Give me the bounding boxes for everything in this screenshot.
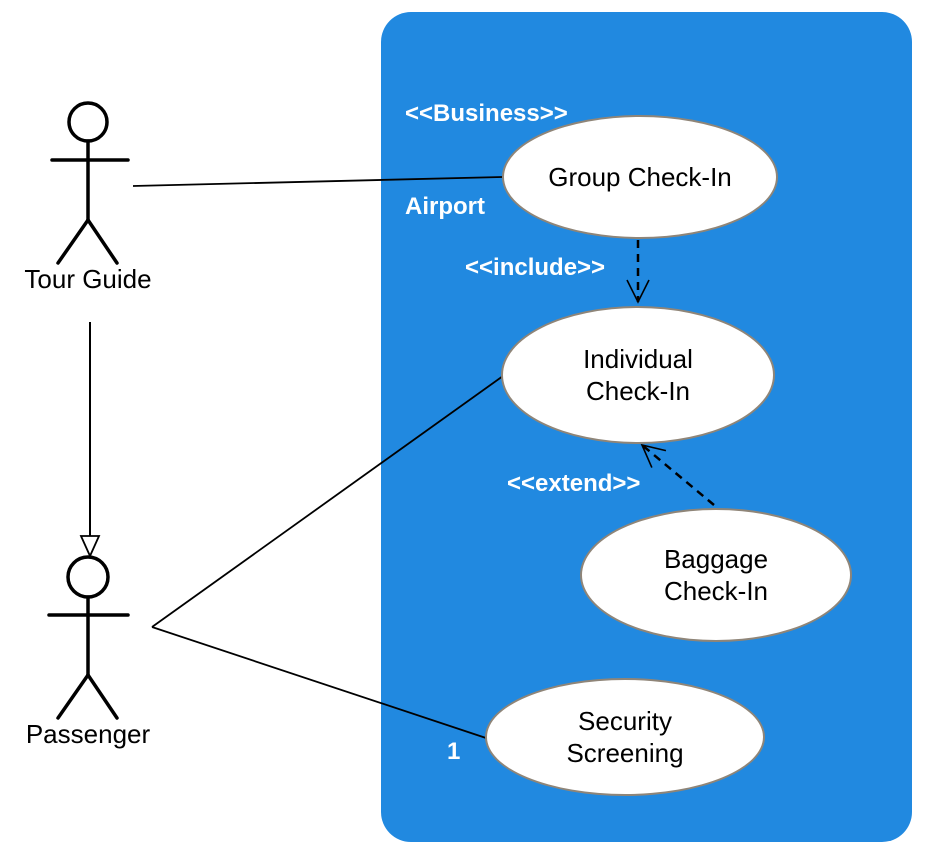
system-stereotype: <<Business>> xyxy=(405,100,568,127)
system-name: Airport xyxy=(405,193,485,220)
extend-arrow xyxy=(640,443,715,506)
usecase-baggage-check-in: Baggage Check-In xyxy=(580,508,852,642)
include-label: <<include>> xyxy=(465,254,606,281)
usecase-label: Individual Check-In xyxy=(583,344,693,406)
generalization-tourguide-passenger xyxy=(79,322,101,559)
usecase-group-check-in: Group Check-In xyxy=(502,115,778,239)
generalization-triangle-arrowhead xyxy=(79,535,101,559)
association-passenger-securityscreening xyxy=(151,626,487,739)
actor-label-tour-guide: Tour Guide xyxy=(24,264,152,294)
association-tourguide-groupcheckin xyxy=(132,176,503,187)
usecase-security-screening: Security Screening xyxy=(485,678,765,796)
actor-head xyxy=(66,555,110,599)
actor-label-passenger: Passenger xyxy=(25,719,151,749)
system-boundary-label: <<Business>> Airport xyxy=(405,36,568,284)
usecase-label: Security Screening xyxy=(566,706,684,768)
extend-label: <<extend>> xyxy=(507,470,641,497)
multiplicity-label: 1 xyxy=(447,738,461,765)
association-passenger-individualcheckin xyxy=(151,375,504,628)
actor-figure-tour-guide xyxy=(50,101,130,265)
usecase-individual-check-in: Individual Check-In xyxy=(501,306,775,444)
actor-figure-passenger xyxy=(47,555,130,720)
usecase-label: Group Check-In xyxy=(548,162,732,192)
usecase-label: Baggage Check-In xyxy=(663,544,769,606)
actor-head xyxy=(67,101,109,143)
